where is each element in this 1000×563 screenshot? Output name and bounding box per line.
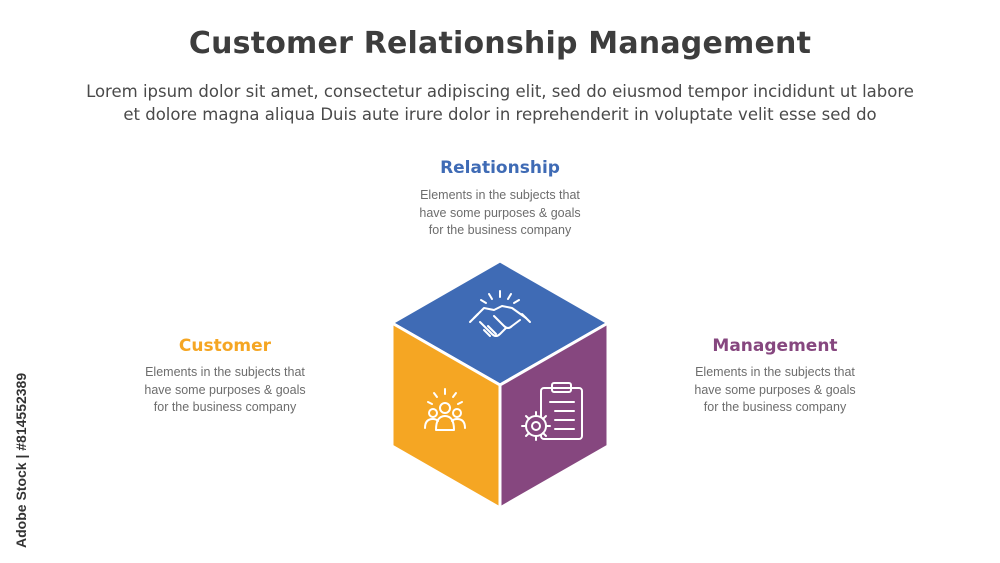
page-subtitle: Lorem ipsum dolor sit amet, consectetur … [40, 80, 960, 126]
relationship-description: Elements in the subjects that have some … [419, 188, 581, 237]
management-description: Elements in the subjects that have some … [694, 365, 856, 414]
subtitle-line-2: et dolore magna aliqua Duis aute irure d… [123, 105, 877, 124]
people-group-icon [424, 388, 466, 431]
customer-title: Customer [178, 336, 272, 356]
stock-watermark-tag: Adobe Stock | #814552389 [13, 372, 29, 548]
handshake-icon [469, 290, 531, 337]
subtitle-line-1: Lorem ipsum dolor sit amet, consectetur … [86, 82, 914, 101]
clipboard-gear-icon [521, 382, 583, 441]
page-title: Customer Relationship Management [188, 26, 812, 61]
customer-description: Elements in the subjects that have some … [144, 365, 306, 414]
relationship-title: Relationship [440, 158, 560, 178]
cube-right-face-management [498, 321, 610, 510]
management-title: Management [712, 336, 838, 356]
